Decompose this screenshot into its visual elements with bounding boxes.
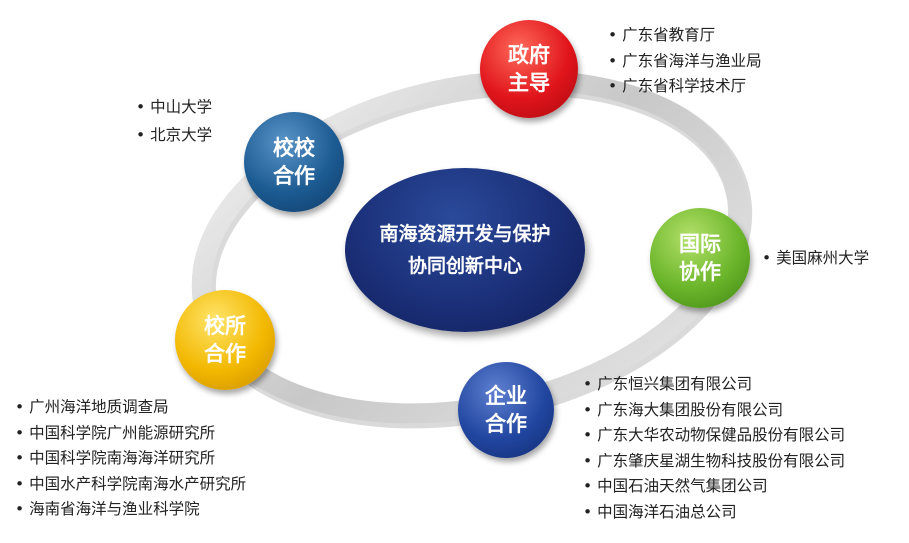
international-list: 美国麻州大学	[762, 246, 869, 272]
list-item: 中国海洋石油总公司	[583, 500, 845, 526]
list-item: 广东海大集团股份有限公司	[583, 398, 845, 424]
list-item: 广东大华农动物保健品股份有限公司	[583, 423, 845, 449]
node-label: 合作	[273, 164, 315, 188]
list-item: 中国科学院南海海洋研究所	[15, 446, 246, 472]
node-label: 国际	[679, 232, 721, 256]
university-list: 中山大学 北京大学	[136, 93, 212, 149]
node-label: 合作	[485, 412, 527, 436]
list-item: 中国科学院广州能源研究所	[15, 421, 246, 447]
list-item: 海南省海洋与渔业科学院	[15, 497, 246, 523]
node-enterprise: 企业合作	[458, 362, 554, 458]
list-item: 中国石油天然气集团公司	[583, 474, 845, 500]
list-item: 广东省科学技术厅	[608, 74, 762, 100]
list-item: 广东恒兴集团有限公司	[583, 372, 845, 398]
node-label: 协作	[679, 260, 721, 284]
node-international: 国际协作	[650, 208, 750, 308]
node-university: 校校合作	[244, 112, 344, 212]
node-label: 企业	[485, 384, 527, 408]
center-title-line2: 协同创新中心	[407, 255, 522, 277]
node-label: 校所	[204, 314, 246, 338]
list-item: 广东肇庆星湖生物科技股份有限公司	[583, 449, 845, 475]
list-item: 广东省海洋与渔业局	[608, 49, 762, 75]
center-hub: 南海资源开发与保护 协同创新中心	[345, 168, 585, 332]
list-item: 广州海洋地质调查局	[15, 395, 246, 421]
list-item: 中山大学	[136, 93, 212, 121]
list-item: 北京大学	[136, 121, 212, 149]
node-institute: 校所合作	[175, 290, 275, 390]
node-label: 政府	[508, 43, 550, 67]
center-title-line1: 南海资源开发与保护	[379, 223, 551, 245]
list-item: 中国水产科学院南海水产研究所	[15, 472, 246, 498]
node-label: 合作	[204, 342, 246, 366]
institute-list: 广州海洋地质调查局 中国科学院广州能源研究所 中国科学院南海海洋研究所 中国水产…	[15, 395, 246, 523]
node-government: 政府主导	[480, 20, 578, 118]
enterprise-list: 广东恒兴集团有限公司 广东海大集团股份有限公司 广东大华农动物保健品股份有限公司…	[583, 372, 845, 525]
government-list: 广东省教育厅 广东省海洋与渔业局 广东省科学技术厅	[608, 23, 762, 100]
node-label: 主导	[508, 71, 550, 95]
node-label: 校校	[273, 136, 315, 160]
list-item: 美国麻州大学	[762, 246, 869, 272]
list-item: 广东省教育厅	[608, 23, 762, 49]
